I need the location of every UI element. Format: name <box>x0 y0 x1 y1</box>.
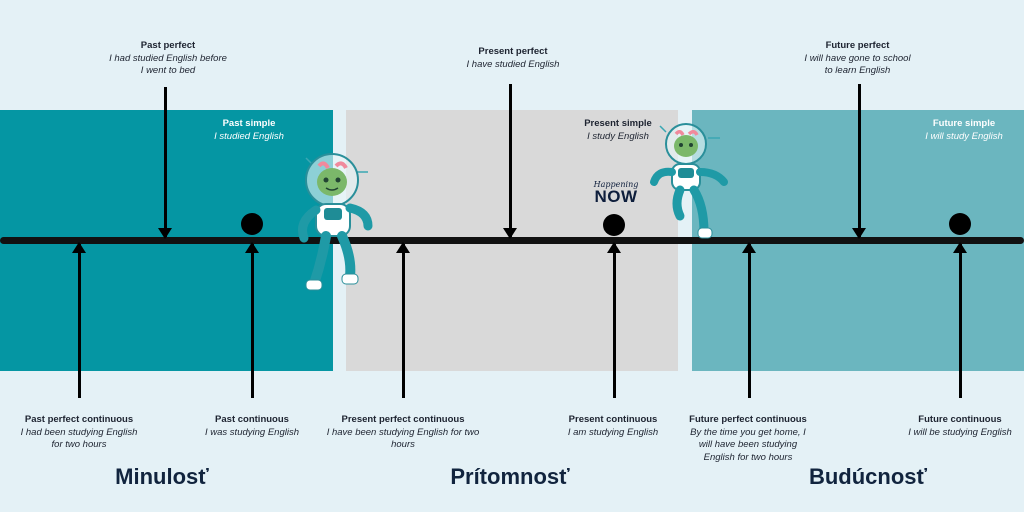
label-present-continuous: Present continuous I am studying English <box>555 414 671 439</box>
now-text: NOW <box>594 187 638 206</box>
section-past-heading: Minulosť <box>115 464 209 489</box>
label-future-simple: Future simple I will study English <box>908 118 1020 143</box>
arrow-present-perfect-continuous <box>396 242 410 398</box>
label-present-perfect: Present perfect I have studied English <box>448 46 578 71</box>
timeline-point-future <box>949 213 971 235</box>
label-past-simple: Past simple I studied English <box>194 118 304 143</box>
label-present-simple: Present simple I study English <box>568 118 668 143</box>
happening-now-badge: Happening NOW <box>588 180 644 205</box>
label-example: I study English <box>587 130 649 142</box>
arrow-past-perfect <box>158 87 172 239</box>
section-present-heading: Prítomnosť <box>450 464 570 489</box>
label-example: I will be studying English <box>908 426 1012 438</box>
arrow-present-perfect <box>503 84 517 239</box>
label-past-perfect: Past perfect I had studied English befor… <box>108 40 228 78</box>
label-title: Past simple <box>222 118 276 129</box>
arrow-present-continuous <box>607 242 621 398</box>
label-past-continuous: Past continuous I was studying English <box>196 414 308 439</box>
arrow-future-perfect <box>852 84 866 239</box>
label-title: Future perfect continuous <box>689 414 807 425</box>
arrow-past-perfect-continuous <box>72 242 86 398</box>
label-title: Past perfect <box>140 40 196 51</box>
label-example: I have studied English <box>466 58 560 70</box>
astronaut-icon <box>650 123 728 239</box>
label-title: Present perfect continuous <box>341 414 465 425</box>
label-example: I will study English <box>925 130 1003 142</box>
label-example: I am studying English <box>567 426 659 438</box>
timeline-point-now <box>603 214 625 236</box>
astronaut-icon <box>298 153 373 291</box>
label-example: I will have gone to school to learn Engl… <box>804 52 911 77</box>
arrow-future-continuous <box>953 242 967 398</box>
label-title: Present continuous <box>568 414 658 425</box>
label-future-continuous: Future continuous I will be studying Eng… <box>900 414 1020 439</box>
section-future-heading: Budúcnosť <box>808 464 928 489</box>
arrow-future-perfect-continuous <box>742 242 756 398</box>
label-title: Present simple <box>584 118 652 129</box>
label-example: I had been studying English for two hour… <box>20 426 138 451</box>
label-example: I have been studying English for two hou… <box>326 426 480 451</box>
timeline-axis <box>0 237 1024 244</box>
label-title: Past continuous <box>215 414 289 425</box>
label-title: Present perfect <box>478 46 548 57</box>
label-example: I had studied English before I went to b… <box>109 52 227 77</box>
label-example: By the time you get home, I will have be… <box>690 426 806 463</box>
label-title: Future perfect <box>825 40 890 51</box>
label-title: Past perfect continuous <box>24 414 134 425</box>
label-future-perfect: Future perfect I will have gone to schoo… <box>800 40 915 78</box>
label-present-perfect-continuous: Present perfect continuous I have been s… <box>320 414 486 452</box>
label-title: Future continuous <box>918 414 1002 425</box>
label-example: I studied English <box>214 130 284 142</box>
label-future-perfect-continuous: Future perfect continuous By the time yo… <box>684 414 812 464</box>
label-example: I was studying English <box>205 426 299 438</box>
label-past-perfect-continuous: Past perfect continuous I had been study… <box>14 414 144 452</box>
happening-text: Happening <box>593 180 639 189</box>
arrow-past-continuous <box>245 242 259 398</box>
label-title: Future simple <box>932 118 996 129</box>
timeline-point-past <box>241 213 263 235</box>
